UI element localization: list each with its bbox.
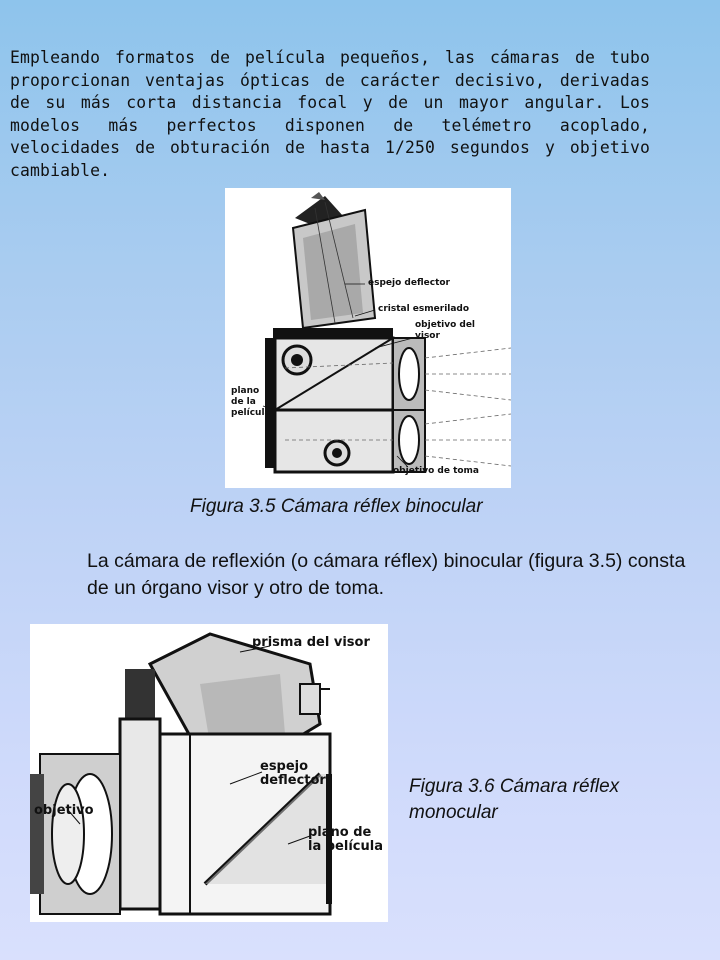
label-plano-2: de la — [231, 397, 256, 407]
binocular-camera-figure: espejo deflector cristal esmerilado obje… — [225, 188, 511, 488]
label-objetivo-toma: objetivo de toma — [393, 466, 480, 476]
body-paragraph: La cámara de reflexión (o cámara réflex)… — [87, 550, 686, 599]
label-objetivo: objetivo — [34, 803, 94, 818]
label-objetivo-visor-1: objetivo del — [415, 320, 476, 330]
label-plano-1: plano — [231, 386, 260, 396]
binocular-camera-drawing — [262, 192, 511, 474]
label-plano-3: película — [231, 408, 271, 418]
label-objetivo-visor-2: visor — [415, 331, 440, 341]
label-espejo-2: deflector — [260, 773, 326, 788]
label-prisma-visor: prisma del visor — [252, 635, 370, 650]
figure-3-6-caption: Figura 3.6 Cámara réflex monocular — [409, 776, 620, 823]
figure-3-5-caption: Figura 3.5 Cámara réflex binocular — [190, 496, 483, 517]
label-plano-pelicula-1: plano de — [308, 825, 372, 840]
label-espejo-1: espejo — [260, 759, 309, 774]
label-cristal-esmerilado: cristal esmerilado — [378, 304, 470, 314]
label-espejo-deflector: espejo deflector — [368, 278, 450, 288]
monocular-camera-drawing — [30, 632, 332, 916]
label-plano-pelicula-2: la película — [308, 839, 383, 854]
intro-paragraph: Empleando formatos de película pequeños,… — [10, 48, 650, 180]
monocular-camera-figure: prisma del visor espejo deflector objeti… — [30, 624, 388, 922]
